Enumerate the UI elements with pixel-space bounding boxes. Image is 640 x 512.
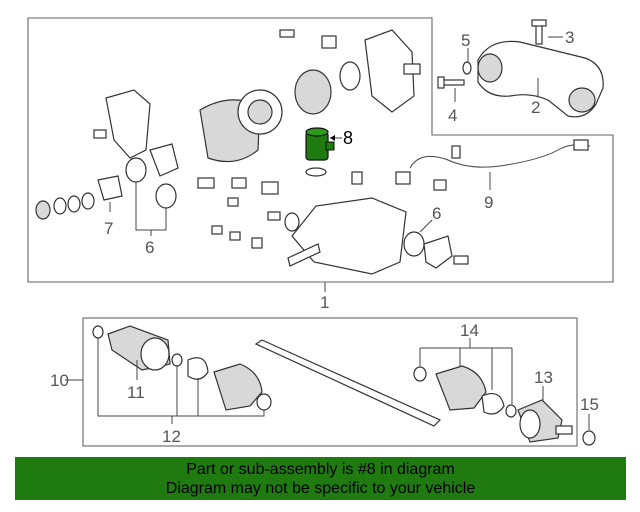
- clip-ring-a: [171, 353, 183, 367]
- harness-connector-a: [395, 171, 411, 185]
- inboard-joint-face: [140, 337, 170, 371]
- callout-14: 14: [460, 321, 479, 340]
- callout-2: 2: [531, 98, 540, 117]
- sensor-c: [261, 181, 279, 195]
- oil-seal-left-b: [155, 183, 177, 209]
- bolt-small-b: [267, 211, 281, 221]
- o-ring-3: [81, 192, 95, 210]
- banner-line-1: Part or sub-assembly is #8 in diagram: [186, 461, 455, 478]
- clip-ring-b: [505, 404, 517, 418]
- callout-4: 4: [448, 106, 457, 125]
- callout-3: 3: [565, 28, 574, 47]
- bolt-small-a: [227, 197, 239, 207]
- oil-seal-left-a: [125, 157, 147, 183]
- bracket-bushing-right: [568, 87, 596, 113]
- pinion-gear: [294, 69, 332, 115]
- snap-ring-left: [92, 325, 104, 339]
- washer-5: [462, 61, 472, 75]
- drive-shaft-assembly: [92, 325, 596, 446]
- callout-6-right: 6: [432, 204, 441, 223]
- rear-cover: [364, 29, 415, 113]
- mount-bracket-group: [437, 19, 604, 118]
- callout-5: 5: [461, 31, 470, 50]
- oil-seal-right: [403, 231, 425, 257]
- callout-1: 1: [320, 293, 329, 312]
- lower-assembly-frame: [82, 317, 578, 447]
- carrier-flange: [149, 143, 179, 177]
- outboard-boot: [435, 365, 487, 411]
- solenoid-o-ring: [305, 167, 327, 177]
- spline-stub: [555, 425, 573, 435]
- callout-8: 8: [343, 128, 353, 148]
- sensor-b: [231, 177, 247, 189]
- breather-fitting: [321, 35, 337, 49]
- o-ring-1: [53, 197, 67, 215]
- callout-9: 9: [484, 193, 493, 212]
- bearing-ring: [35, 200, 51, 220]
- ring-gear-inner: [247, 99, 273, 125]
- harness-bolt: [451, 145, 461, 159]
- harness-connector-c: [573, 139, 589, 151]
- pinion-bearing: [339, 61, 361, 91]
- solenoid-connector: [325, 141, 335, 151]
- differential-assembly: [35, 29, 591, 275]
- axle-nut-15: [582, 430, 596, 446]
- part-8-solenoid: [305, 127, 335, 177]
- inboard-boot: [213, 363, 263, 411]
- callout-7: 7: [104, 219, 113, 238]
- bolt-small-c: [211, 225, 223, 235]
- bolt-small-d: [229, 231, 241, 241]
- bushing-small: [251, 237, 263, 249]
- side-bearing-cap: [97, 175, 123, 201]
- harness-connector-b: [433, 179, 447, 191]
- callout-13: 13: [534, 368, 553, 387]
- boot-band-d: [481, 393, 505, 415]
- bolt-3-head: [531, 19, 547, 27]
- banner-line-2: Diagram may not be specific to your vehi…: [165, 480, 476, 497]
- o-ring-center: [284, 212, 300, 232]
- half-shaft: [254, 339, 442, 427]
- sensor-a: [197, 177, 215, 189]
- bracket-bushing-left: [477, 53, 503, 83]
- callout-11: 11: [127, 383, 145, 402]
- callout-8-arrow: [330, 135, 335, 141]
- outboard-joint-face: [519, 409, 541, 439]
- callout-15: 15: [580, 395, 599, 414]
- upper-assembly-frame: [27, 17, 614, 283]
- callout-12: 12: [162, 427, 181, 446]
- wire-harness: [409, 144, 591, 169]
- cover-bolt: [403, 63, 421, 75]
- boot-band-b: [256, 393, 272, 411]
- boot-band-a: [187, 357, 209, 380]
- boot-band-c: [413, 366, 427, 382]
- o-ring-2: [67, 195, 81, 213]
- info-banner: Part or sub-assembly is #8 in diagram Di…: [15, 457, 626, 500]
- drain-plug: [93, 129, 107, 139]
- bolt-4: [441, 79, 465, 86]
- carrier-bracket: [105, 89, 151, 159]
- solenoid-top: [305, 127, 329, 137]
- housing-shaft: [287, 243, 321, 267]
- stud-bolt: [279, 29, 295, 38]
- callout-6-left: 6: [145, 238, 154, 257]
- bolt-4-head: [437, 76, 445, 89]
- bolt-bracket: [453, 255, 469, 265]
- mount-bracket-small: [423, 235, 453, 269]
- callout-10: 10: [50, 371, 69, 390]
- transmission-housing: [291, 197, 407, 275]
- bolt-3: [535, 23, 543, 45]
- harness-clip: [351, 171, 363, 185]
